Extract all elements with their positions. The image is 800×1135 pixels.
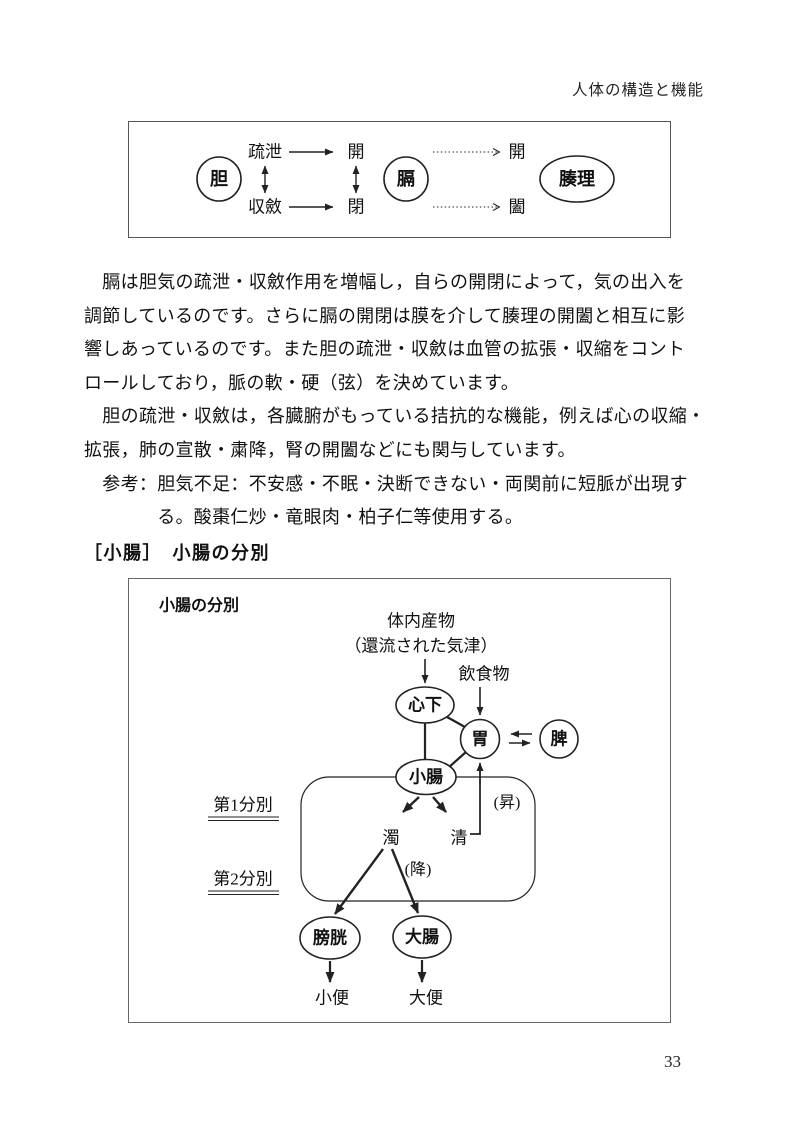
body-line: 膈は胆気の疏泄・収斂作用を増幅し，自らの開閉によって，気の出入を [84, 272, 686, 292]
label-close-right: 闔 [509, 198, 526, 217]
diagram-small-intestine-box: 小腸の分別 体内産物 （還流された気津） 飲食物 心下 胃 脾 小腸 濁 清 (… [128, 578, 671, 1023]
label-stool: 大便 [409, 989, 443, 1008]
arrow-clear-to-stomach [470, 762, 484, 835]
diagram-gallbladder-svg: 胆 疏泄 収斂 開 閉 膈 開 闔 腠理 [196, 143, 615, 217]
node-diaphragm: 膈 [396, 169, 415, 189]
arrow-turbid-to-largeintestine [390, 848, 420, 914]
node-largeintestine: 大腸 [405, 927, 439, 947]
node-smallintestine-ellipse [395, 758, 457, 796]
body-line: 参考：胆気不足：不安感・不眠・決断できない・両関前に短脈が出現す [84, 473, 688, 494]
body-line: 響しあっているのです。また胆の疏泄・収斂は血管の拡張・収縮をコント [84, 339, 686, 360]
label-close-left: 閉 [348, 198, 365, 217]
node-couli: 腠理 [558, 168, 595, 189]
page-header: 人体の構造と機能 [571, 82, 704, 99]
node-bladder: 膀胱 [313, 928, 347, 948]
label-dispersing: 疏泄 [248, 143, 282, 162]
label-food-drink: 飲食物 [459, 665, 510, 684]
label-astringing: 収斂 [248, 198, 282, 217]
label-open-right: 開 [509, 143, 526, 162]
arrow-turbid-to-bladder [334, 848, 384, 915]
page-number: 33 [664, 1052, 681, 1071]
diagram-gallbladder-box: 胆 疏泄 収斂 開 閉 膈 開 闔 腠理 [128, 121, 671, 238]
node-stomach-circle [459, 718, 501, 760]
line-smallintestine-stomach [447, 751, 467, 769]
node-epigastrium: 心下 [408, 696, 442, 715]
body-text: 膈は胆気の疏泄・収斂作用を増幅し，自らの開閉によって，気の出入を 調節しているの… [84, 266, 724, 535]
body-line: ロールしており，脈の軟・硬（弦）を決めています。 [84, 372, 520, 393]
body-line: る。酸棗仁炒・竜眼肉・柏子仁等使用する。 [84, 507, 524, 528]
node-spleen-circle [539, 719, 579, 759]
node-stomach: 胃 [472, 730, 489, 749]
label-ascend: (昇) [494, 795, 521, 812]
node-spleen: 脾 [551, 729, 568, 749]
label-open-left: 開 [348, 143, 365, 162]
body-line: 胆の疏泄・収斂は，各臓腑がもっている拮抗的な機能，例えば心の収縮・ [84, 406, 706, 427]
arrow-to-clear [432, 796, 447, 813]
diagram-title: 小腸の分別 [159, 597, 239, 615]
label-body-products: 体内産物 [387, 612, 455, 631]
label-turbid: 濁 [383, 829, 400, 848]
diagram-small-intestine-svg: 小腸の分別 体内産物 （還流された気津） 飲食物 心下 胃 脾 小腸 濁 清 (… [159, 597, 579, 1008]
label-urine: 小便 [315, 989, 349, 1008]
node-diaphragm-circle [383, 156, 429, 202]
node-largeintestine-ellipse [392, 915, 452, 959]
label-refluxed-fluids: （還流された気津） [345, 637, 498, 656]
node-smallintestine: 小腸 [409, 768, 443, 787]
arrow-to-turbid [402, 796, 420, 813]
label-descend: (降) [405, 861, 432, 879]
label-clear: 清 [451, 829, 468, 848]
body-line: 調節しているのです。さらに膈の開閉は膜を介して腠理の開闔と相互に影 [84, 305, 686, 326]
label-second-separation: 第2分別 [213, 870, 273, 889]
line-epigastrium-stomach [446, 716, 466, 728]
body-line: 拡張，肺の宣散・粛降，腎の開闔などにも関与しています。 [84, 439, 576, 460]
node-couli-ellipse [539, 155, 615, 203]
node-gallbladder: 胆 [209, 169, 228, 189]
node-bladder-ellipse [299, 916, 361, 960]
node-gallbladder-circle [196, 156, 242, 202]
section-heading: ［小腸］ 小腸の分別 [84, 543, 270, 563]
label-first-separation: 第1分別 [213, 796, 273, 815]
node-epigastrium-ellipse [395, 686, 455, 724]
